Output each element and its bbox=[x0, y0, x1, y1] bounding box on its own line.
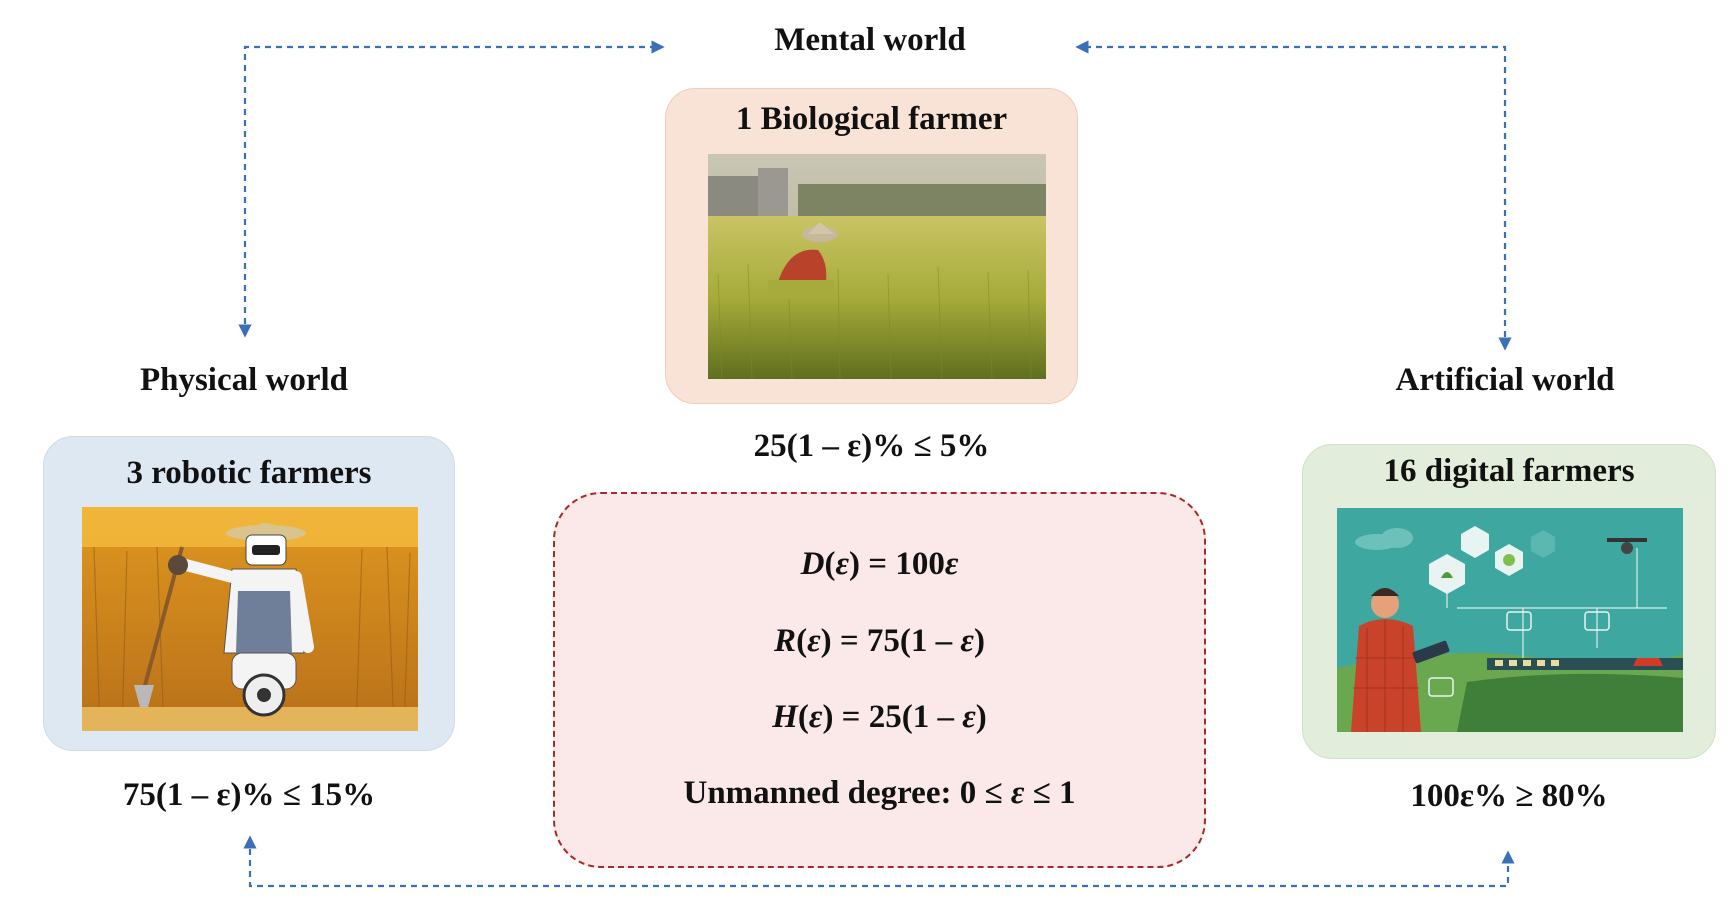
equation-d-fn: D bbox=[800, 546, 825, 582]
unmanned-degree-suffix: ≤ 1 bbox=[1024, 775, 1076, 811]
equation-r: R(ε) = 75(1 – ε) bbox=[774, 623, 985, 659]
equation-r-fn: R bbox=[774, 623, 797, 659]
equation-r-var: ε bbox=[960, 623, 974, 659]
equation-h-var: ε bbox=[962, 699, 976, 735]
digital-percent: 100ε% ≥ 80% bbox=[1410, 778, 1608, 814]
artificial-world-label: Artificial world bbox=[1395, 362, 1615, 398]
biological-farmer-box: 1 Biological farmer bbox=[665, 88, 1078, 404]
equation-d-arg: ε bbox=[835, 546, 850, 582]
mental-world-label: Mental world bbox=[774, 22, 966, 58]
equation-h: H(ε) = 25(1 – ε) bbox=[772, 699, 987, 735]
equation-d: D(ε) = 100ε bbox=[800, 546, 959, 582]
unmanned-degree-var: ε bbox=[1010, 775, 1025, 811]
equation-h-fn: H bbox=[772, 699, 798, 735]
digital-farmer-illustration-icon bbox=[1337, 508, 1683, 732]
digital-farmers-title: 16 digital farmers bbox=[1383, 453, 1635, 489]
equation-r-arg: ε bbox=[807, 623, 821, 659]
physical-world-label: Physical world bbox=[139, 362, 349, 398]
equation-d-var: ε bbox=[944, 546, 959, 582]
equation-h-rhs: 25(1 – bbox=[868, 699, 963, 735]
equation-h-arg: ε bbox=[808, 699, 823, 735]
arrow-artificial-mental bbox=[1075, 40, 1512, 351]
biological-farmer-photo-icon bbox=[708, 154, 1046, 379]
equation-r-close: ) bbox=[973, 623, 985, 659]
equations-box: D(ε) = 100ε R(ε) = 75(1 – ε) H(ε) = 25(1… bbox=[553, 492, 1206, 868]
equation-h-close: ) bbox=[975, 699, 987, 735]
digital-farmers-box: 16 digital farmers bbox=[1302, 444, 1716, 759]
equation-d-rhs: 100 bbox=[895, 546, 945, 582]
arrow-physical-mental bbox=[238, 40, 665, 338]
arrow-physical-artificial bbox=[243, 835, 1515, 888]
biological-farmer-title: 1 Biological farmer bbox=[735, 101, 1008, 137]
unmanned-degree: Unmanned degree: 0 ≤ ε ≤ 1 bbox=[555, 775, 1204, 812]
robotic-percent: 75(1 – ε)% ≤ 15% bbox=[122, 777, 376, 813]
equation-r-rhs: 75(1 – bbox=[866, 623, 961, 659]
robotic-farmers-title: 3 robotic farmers bbox=[126, 455, 372, 491]
biological-percent: 25(1 – ε)% ≤ 5% bbox=[753, 428, 990, 464]
robot-farmer-photo-icon bbox=[82, 507, 418, 731]
robotic-farmers-box: 3 robotic farmers bbox=[43, 436, 455, 751]
unmanned-degree-prefix: Unmanned degree: 0 ≤ bbox=[683, 775, 1011, 811]
